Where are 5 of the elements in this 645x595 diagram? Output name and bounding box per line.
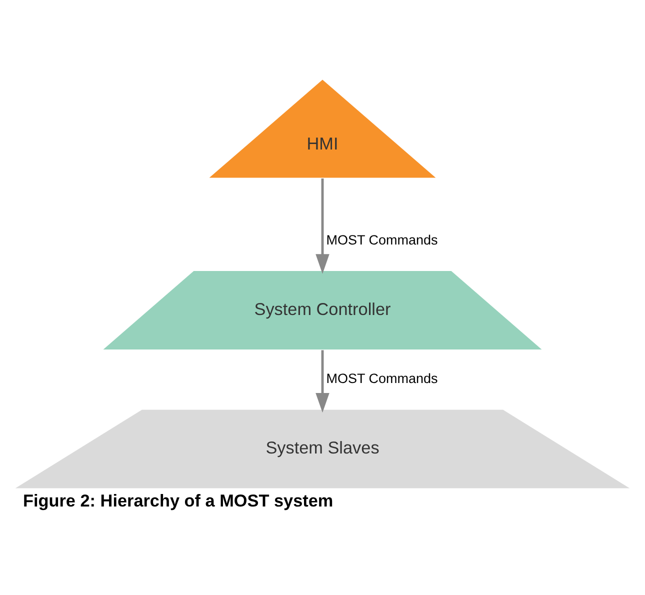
arrow bbox=[316, 350, 330, 412]
caption: Figure 2: Hierarchy of a MOST system bbox=[23, 490, 334, 510]
edge-label: MOST Commands bbox=[326, 370, 438, 386]
edge-label: MOST Commands bbox=[326, 232, 438, 247]
arrow bbox=[316, 178, 330, 274]
